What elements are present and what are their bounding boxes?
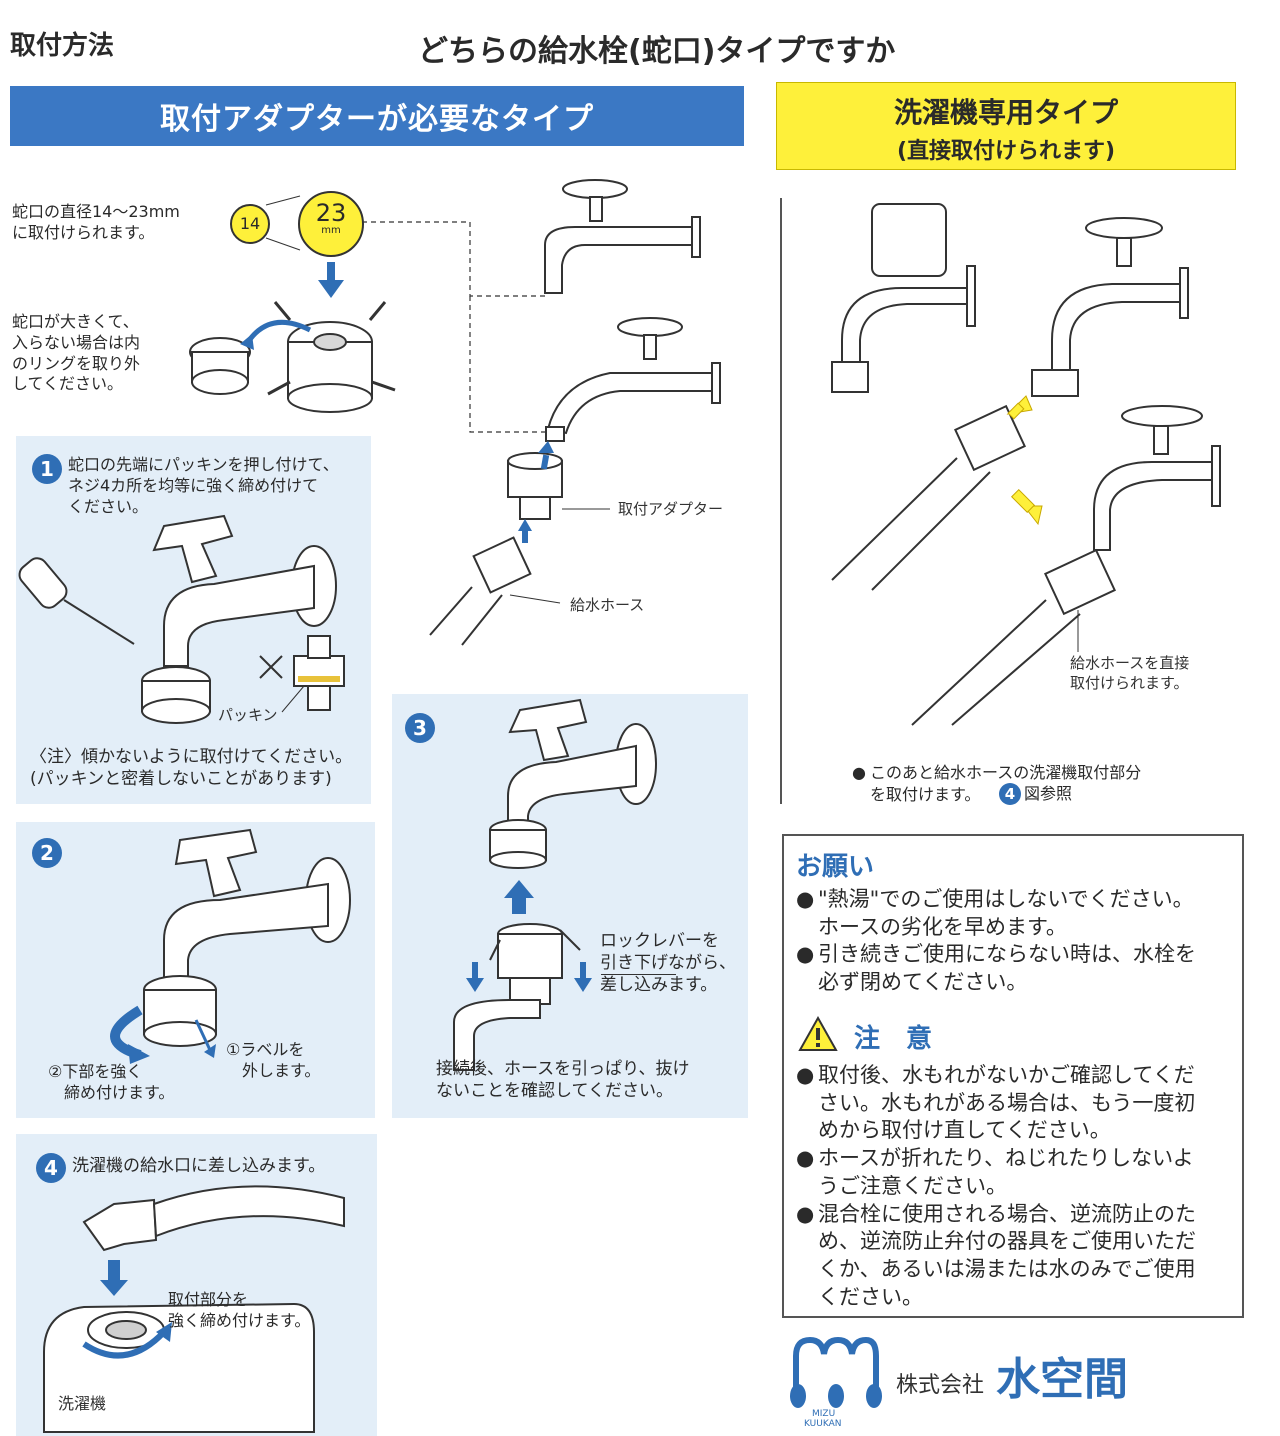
caution-box: 注 意 ● 取付後、水もれがないかご確認してくだ さい。水もれがある場合は、もう… [782,1006,1244,1318]
step-1-caution: 〈注〉傾かないように取付けてください。 (パッキンと密着しないことがあります) [30,746,352,790]
company-prefix: 株式会社 [896,1372,984,1401]
step-2-illustration [100,830,360,1050]
direct-type-banner-title: 洗濯機専用タイプ [777,91,1235,131]
direct-attach-label: 給水ホースを直接 取付けられます。 [1070,654,1189,693]
step-3-number: 3 [405,713,435,743]
step-4-tight-label: 取付部分を 強く締め付けます。 [168,1290,310,1332]
adapter-type-banner: 取付アダプターが必要なタイプ [10,86,744,146]
underline-hikisage [601,974,676,975]
caution-item-text: ホースが折れたり、ねじれたりしないよ うご注意ください。 [818,1146,1194,1198]
washing-machine-label: 洗濯機 [58,1394,106,1415]
column-divider [780,198,782,804]
logo-text-mizu: MIZU [812,1410,835,1419]
step-4-text: 洗濯機の給水口に差し込みます。 [72,1155,325,1177]
bullet-dot: ● [796,941,814,969]
step-2-peel-label: ①ラベルを 外します。 [226,1040,320,1082]
ref-diagram-text: 図参照 [1024,784,1072,805]
size-large-label: 23 [300,201,362,225]
size-circle-large: 23 mm [298,191,364,257]
caution-list: ● 取付後、水もれがないかご確認してくだ さい。水もれがある場合は、もう一度初 … [796,1062,1228,1311]
request-item: ● 引き続きご使用にならない時は、水栓を 必ず閉めてください。 [796,941,1226,996]
request-item: ● "熱湯"でのご使用はしないでください。 ホースの劣化を早めます。 [796,886,1226,941]
step-1-illustration [24,516,364,726]
caution-item: ● 混合栓に使用される場合、逆流防止のた め、逆流防止弁付の器具をご使用いただ … [796,1201,1228,1312]
bullet-dot: ● [796,1201,814,1229]
request-item-text: 引き続きご使用にならない時は、水栓を 必ず閉めてください。 [818,942,1196,994]
logo-text-kuukan: KUUKAN [804,1420,841,1429]
caution-item-text: 取付後、水もれがないかご確認してくだ さい。水もれがある場合は、もう一度初 めか… [818,1063,1195,1142]
page-section-title: 取付方法 [10,30,114,64]
caution-title: 注 意 [854,1018,932,1055]
size-circle-small: 14 [230,204,270,244]
request-item-text: "熱湯"でのご使用はしないでください。 ホースの劣化を早めます。 [818,887,1194,939]
step-1-text: 蛇口の先端にパッキンを押し付けて、 ネジ4カ所を均等に強く締め付けて ください。 [68,455,339,517]
bullet-dot: ● [852,762,866,784]
bullet-dot: ● [796,1145,814,1173]
ref-step-number-4: 4 [999,783,1021,805]
caution-item: ● ホースが折れたり、ねじれたりしないよ うご注意ください。 [796,1145,1228,1200]
step-3-lever-label: ロックレバーを 引き下げながら、 差し込みます。 [600,930,736,996]
direct-type-illustration [812,190,1232,730]
ring-removal-note: 蛇口が大きくて、 入らない場合は内 のリングを取り外 してください。 [12,312,140,395]
diameter-note: 蛇口の直径14〜23mm に取付けられます。 [12,202,180,244]
direct-type-banner-subtitle: (直接取付けられます) [777,133,1235,165]
step-2-number: 2 [32,838,62,868]
size-small-label: 14 [240,214,260,233]
step-2-tighten-label: ②下部を強く 締め付けます。 [48,1062,174,1104]
caution-item-text: 混合栓に使用される場合、逆流防止のた め、逆流防止弁付の器具をご使用いただ くか… [818,1202,1196,1309]
company-name: 水空間 [996,1356,1128,1404]
packing-label: パッキン [218,706,278,726]
step-3-after-text: 接続後、ホースを引っぱり、抜け ないことを確認してください。 [436,1058,689,1102]
adapter-ring-illustration [180,290,420,420]
company-logo-icon [788,1336,878,1416]
caution-item: ● 取付後、水もれがないかご確認してくだ さい。水もれがある場合は、もう一度初 … [796,1062,1228,1145]
bullet-dot: ● [796,886,814,914]
request-list: ● "熱湯"でのご使用はしないでください。 ホースの劣化を早めます。 ● 引き続… [796,886,1226,997]
hose-label: 給水ホース [570,596,644,616]
adapter-type-banner-text: 取付アダプターが必要なタイプ [160,94,594,138]
step-4-number: 4 [36,1153,66,1183]
size-unit-label: mm [300,225,362,237]
page-title: どちらの給水栓(蛇口)タイプですか [418,32,895,71]
faucet-adapter-illustration [450,175,690,605]
step-1-number: 1 [32,454,62,484]
request-box: お願い ● "熱湯"でのご使用はしないでください。 ホースの劣化を早めます。 ●… [782,834,1244,1010]
bullet-dot: ● [796,1062,814,1090]
request-title: お願い [796,846,874,883]
adapter-label: 取付アダプター [618,500,723,520]
direct-type-banner: 洗濯機専用タイプ (直接取付けられます) [776,82,1236,170]
warning-triangle-icon [798,1016,838,1052]
